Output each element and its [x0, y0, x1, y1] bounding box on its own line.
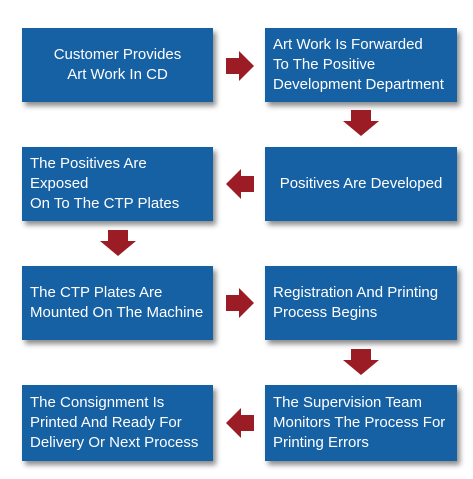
step-4-box: The Positives Are Exposed On To The CTP …: [22, 147, 213, 221]
step-5-box: The CTP Plates Are Mounted On The Machin…: [22, 266, 213, 340]
step-3-box: Positives Are Developed: [265, 147, 457, 221]
step-1-label: Customer Provides Art Work In CD: [53, 46, 182, 83]
left-arrow-icon: [226, 169, 254, 199]
step-7-label: The Supervision Team Monitors The Proces…: [273, 394, 446, 451]
step-1-box: Customer Provides Art Work In CD: [22, 28, 213, 102]
step-2-box: Art Work Is Forwarded To The Positive De…: [265, 28, 457, 102]
down-arrow-icon: [343, 349, 379, 375]
step-8-label: The Consignment Is Printed And Ready For…: [30, 394, 199, 451]
step-6-box: Registration And Printing Process Begins: [265, 266, 457, 340]
step-4-label: The Positives Are Exposed On To The CTP …: [30, 155, 180, 212]
step-2-label: Art Work Is Forwarded To The Positive De…: [273, 36, 444, 93]
right-arrow-icon: [226, 288, 254, 318]
step-8-box: The Consignment Is Printed And Ready For…: [22, 385, 213, 461]
step-6-label: Registration And Printing Process Begins: [273, 284, 439, 321]
right-arrow-icon: [226, 51, 254, 81]
down-arrow-icon: [100, 230, 136, 256]
down-arrow-icon: [343, 110, 379, 136]
left-arrow-icon: [226, 408, 254, 438]
step-5-label: The CTP Plates Are Mounted On The Machin…: [30, 284, 204, 321]
step-7-box: The Supervision Team Monitors The Proces…: [265, 385, 457, 461]
step-3-label: Positives Are Developed: [279, 175, 443, 192]
